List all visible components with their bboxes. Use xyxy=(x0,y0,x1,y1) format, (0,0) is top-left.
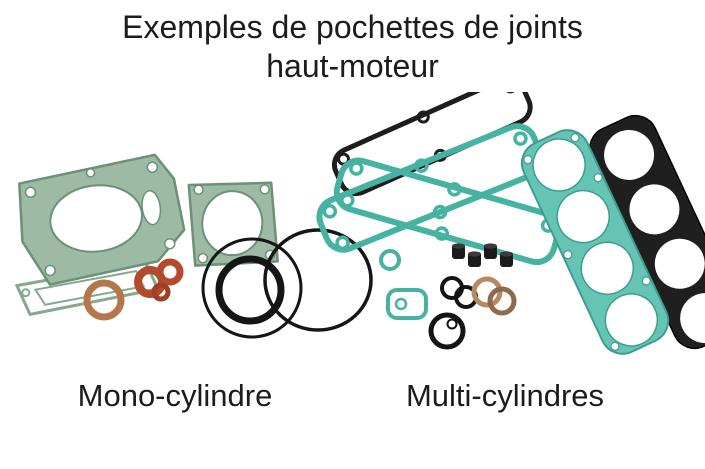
small-teal-o-ring xyxy=(379,249,401,271)
figure-title-line2: haut-moteur xyxy=(266,48,439,85)
copper-rings xyxy=(471,276,517,316)
small-teal-gasket xyxy=(386,288,428,320)
small-black-o-rings xyxy=(440,276,478,309)
multi-head-gasket-teal xyxy=(520,129,670,355)
caption-mono-cylindre: Mono-cylindre xyxy=(77,378,273,413)
cylinder-gasket-plate xyxy=(18,153,186,286)
figure-title: Exemples de pochettes de joints haut-mot… xyxy=(0,8,705,86)
valve-stem-seals xyxy=(452,243,513,267)
mono-cylinder-gasket-set xyxy=(14,153,373,339)
black-o-rings xyxy=(201,228,373,339)
multi-cylinder-gasket-set xyxy=(316,75,705,355)
copper-seal-ring xyxy=(83,279,125,321)
figure-title-line1: Exemples de pochettes de joints xyxy=(122,9,583,45)
head-gasket-plate xyxy=(187,181,279,267)
orange-exhaust-gaskets xyxy=(134,258,184,302)
gasket-kits-photo xyxy=(0,75,705,380)
black-ring-with-hole xyxy=(428,312,466,350)
caption-multi-cylindres: Multi-cylindres xyxy=(405,378,605,413)
